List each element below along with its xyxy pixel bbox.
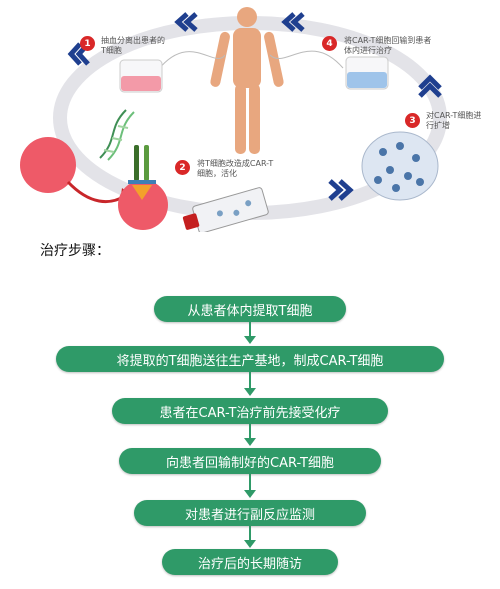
chevron-up-right-icon [418,74,442,98]
chevron-left-top-icon [174,12,198,32]
step-3-line-1: 对CAR-T细胞进 [426,111,482,120]
treatment-steps-heading: 治疗步骤： [40,243,110,259]
chevron-left-right-icon [281,12,305,32]
human-figure-icon [210,7,284,154]
flow-step-5: 对患者进行副反应监测 [134,500,366,526]
step-4-line-1: 将CAR-T细胞回输到患者 [344,36,432,45]
step-1-line-2: T细胞 [101,46,122,55]
petri-dish-icon [361,131,439,201]
flow-step-3: 患者在CAR-T治疗前先接受化疗 [112,398,388,424]
direction-chevrons [67,12,442,201]
blood-line-left [157,51,226,71]
flow-arrow-5-icon [244,540,256,548]
blood-line-right [269,50,344,69]
flow-connector-3 [249,424,251,440]
flow-arrow-3-icon [244,438,256,446]
flow-step-1: 从患者体内提取T细胞 [154,296,346,322]
infusion-bag-icon [345,56,389,90]
car-t-cell-icon [118,145,168,230]
step-1-line-1: 抽血分离出患者的 [101,36,165,45]
flow-step-2: 将提取的T细胞送往生产基地，制成CAR-T细胞 [56,346,444,372]
step-2-line-2: 细胞，活化 [197,169,237,178]
car-t-cycle-diagram [20,7,447,232]
flow-arrow-2-icon [244,388,256,396]
step-4-text: 将CAR-T细胞回输到患者 体内进行治疗 [344,36,431,56]
step-2-text: 将T细胞改造成CAR-T 细胞，活化 [197,159,273,179]
step-2-badge: 2 [175,160,190,175]
flow-connector-5 [249,526,251,542]
flow-step-4: 向患者回输制好的CAR-T细胞 [119,448,381,474]
t-cell-icon [20,137,76,193]
step-1-text: 抽血分离出患者的 T细胞 [101,36,165,56]
chevron-right-bottom-icon [328,179,354,201]
dna-helix-icon [99,109,135,161]
flow-connector-4 [249,474,251,492]
step-3-line-2: 行扩增 [426,121,450,130]
flow-connector-1 [249,322,251,338]
step-4-line-2: 体内进行治疗 [344,46,392,55]
flow-arrow-1-icon [244,336,256,344]
blood-bag-icon [119,59,163,93]
flow-connector-2 [249,372,251,390]
step-1-badge: 1 [80,36,95,51]
step-3-badge: 3 [405,113,420,128]
step-4-badge: 4 [322,36,337,51]
culture-flask-icon [182,187,269,232]
flow-step-6: 治疗后的长期随访 [162,549,338,575]
flow-arrow-4-icon [244,490,256,498]
step-3-text: 对CAR-T细胞进 行扩增 [426,111,481,131]
step-2-line-1: 将T细胞改造成CAR-T [197,159,274,168]
